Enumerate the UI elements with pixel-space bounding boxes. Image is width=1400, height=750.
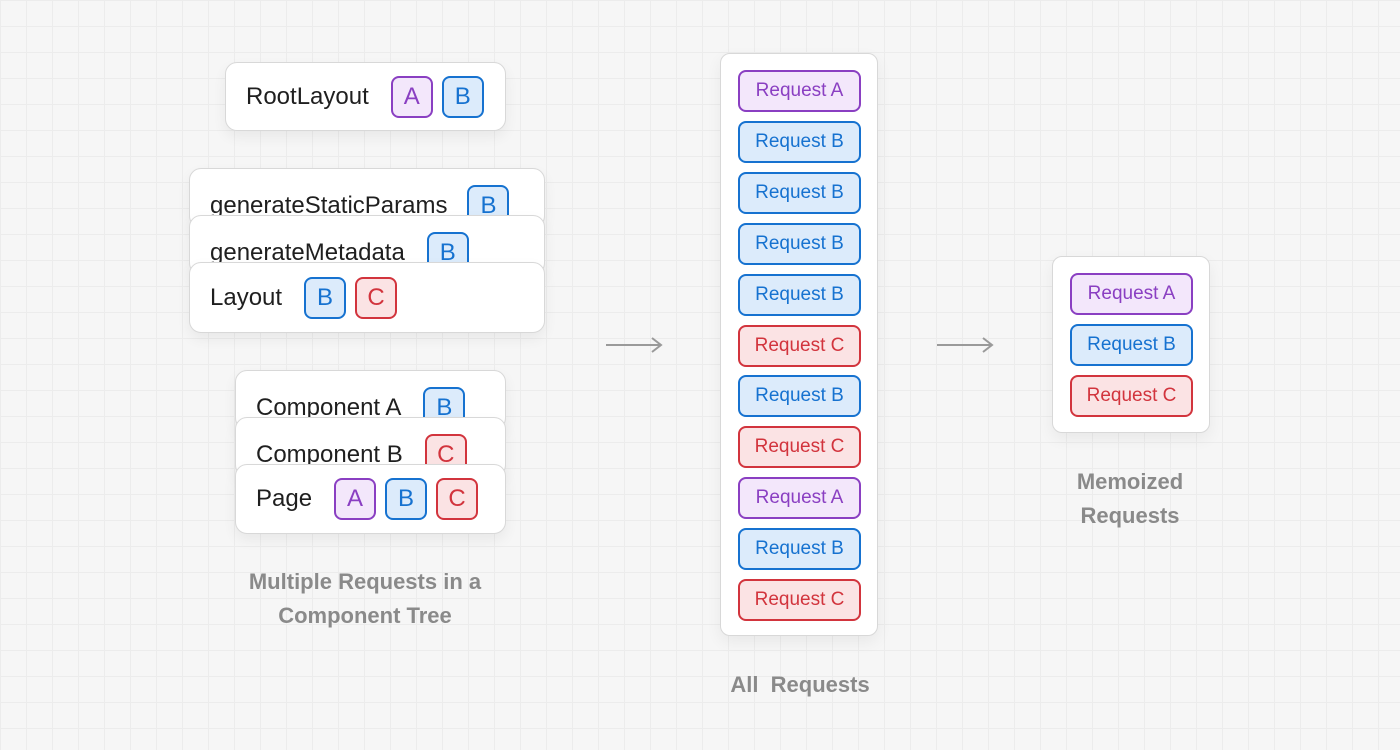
caption-line: Component Tree [278,603,452,628]
layout-card: Layout B C [189,262,545,333]
arrow-right-icon [606,337,663,353]
root-layout-label: RootLayout [246,82,369,110]
request-b-chip: Request B [738,375,861,418]
all-requests-panel: Request A Request B Request B Request B Requ… [720,53,878,636]
memoized-requests-caption: Memoized Requests [1030,465,1230,533]
component-a-label: Component A [256,394,402,421]
request-a-chip: Request A [738,70,861,112]
caption-line: All Requests [730,672,870,697]
badge-c: C [355,276,398,319]
request-b-chip: Request B [738,222,861,265]
badge-b: B [304,276,347,319]
caption-line: Multiple Requests in a [248,569,482,594]
request-a-chip: Request A [1070,273,1193,315]
request-c-chip: Request C [738,579,861,621]
request-b-chip: Request B [1070,323,1193,366]
request-b-chip: Request B [738,171,861,214]
caption-line: Memoized [1076,469,1184,494]
generate-metadata-label: generateMetadata [210,239,405,266]
badge-c: C [436,478,479,520]
page-card: Page A B C [235,464,506,534]
request-c-chip: Request C [738,324,861,367]
request-a-chip: Request A [738,477,861,520]
all-requests-caption: All Requests [700,668,900,702]
component-b-label: Component B [256,441,403,468]
badge-b: B [385,478,428,520]
badge-b: B [441,75,484,118]
request-b-chip: Request B [738,120,861,163]
generate-static-params-label: generateStaticParams [210,192,448,219]
memoized-requests-panel: Request A Request B Request C [1052,256,1210,433]
badge-a: A [390,75,433,118]
arrow-right-icon [937,337,994,353]
layout-label: Layout [210,283,283,311]
component-tree-caption: Multiple Requests in a Component Tree [190,565,540,633]
badge-a: A [334,478,377,520]
root-layout-card: RootLayout A B [225,62,506,131]
caption-line: Requests [1080,503,1180,528]
request-b-chip: Request B [738,273,861,316]
request-c-chip: Request C [738,426,861,469]
request-c-chip: Request C [1070,374,1193,417]
page-label: Page [256,485,313,512]
request-b-chip: Request B [738,528,861,571]
